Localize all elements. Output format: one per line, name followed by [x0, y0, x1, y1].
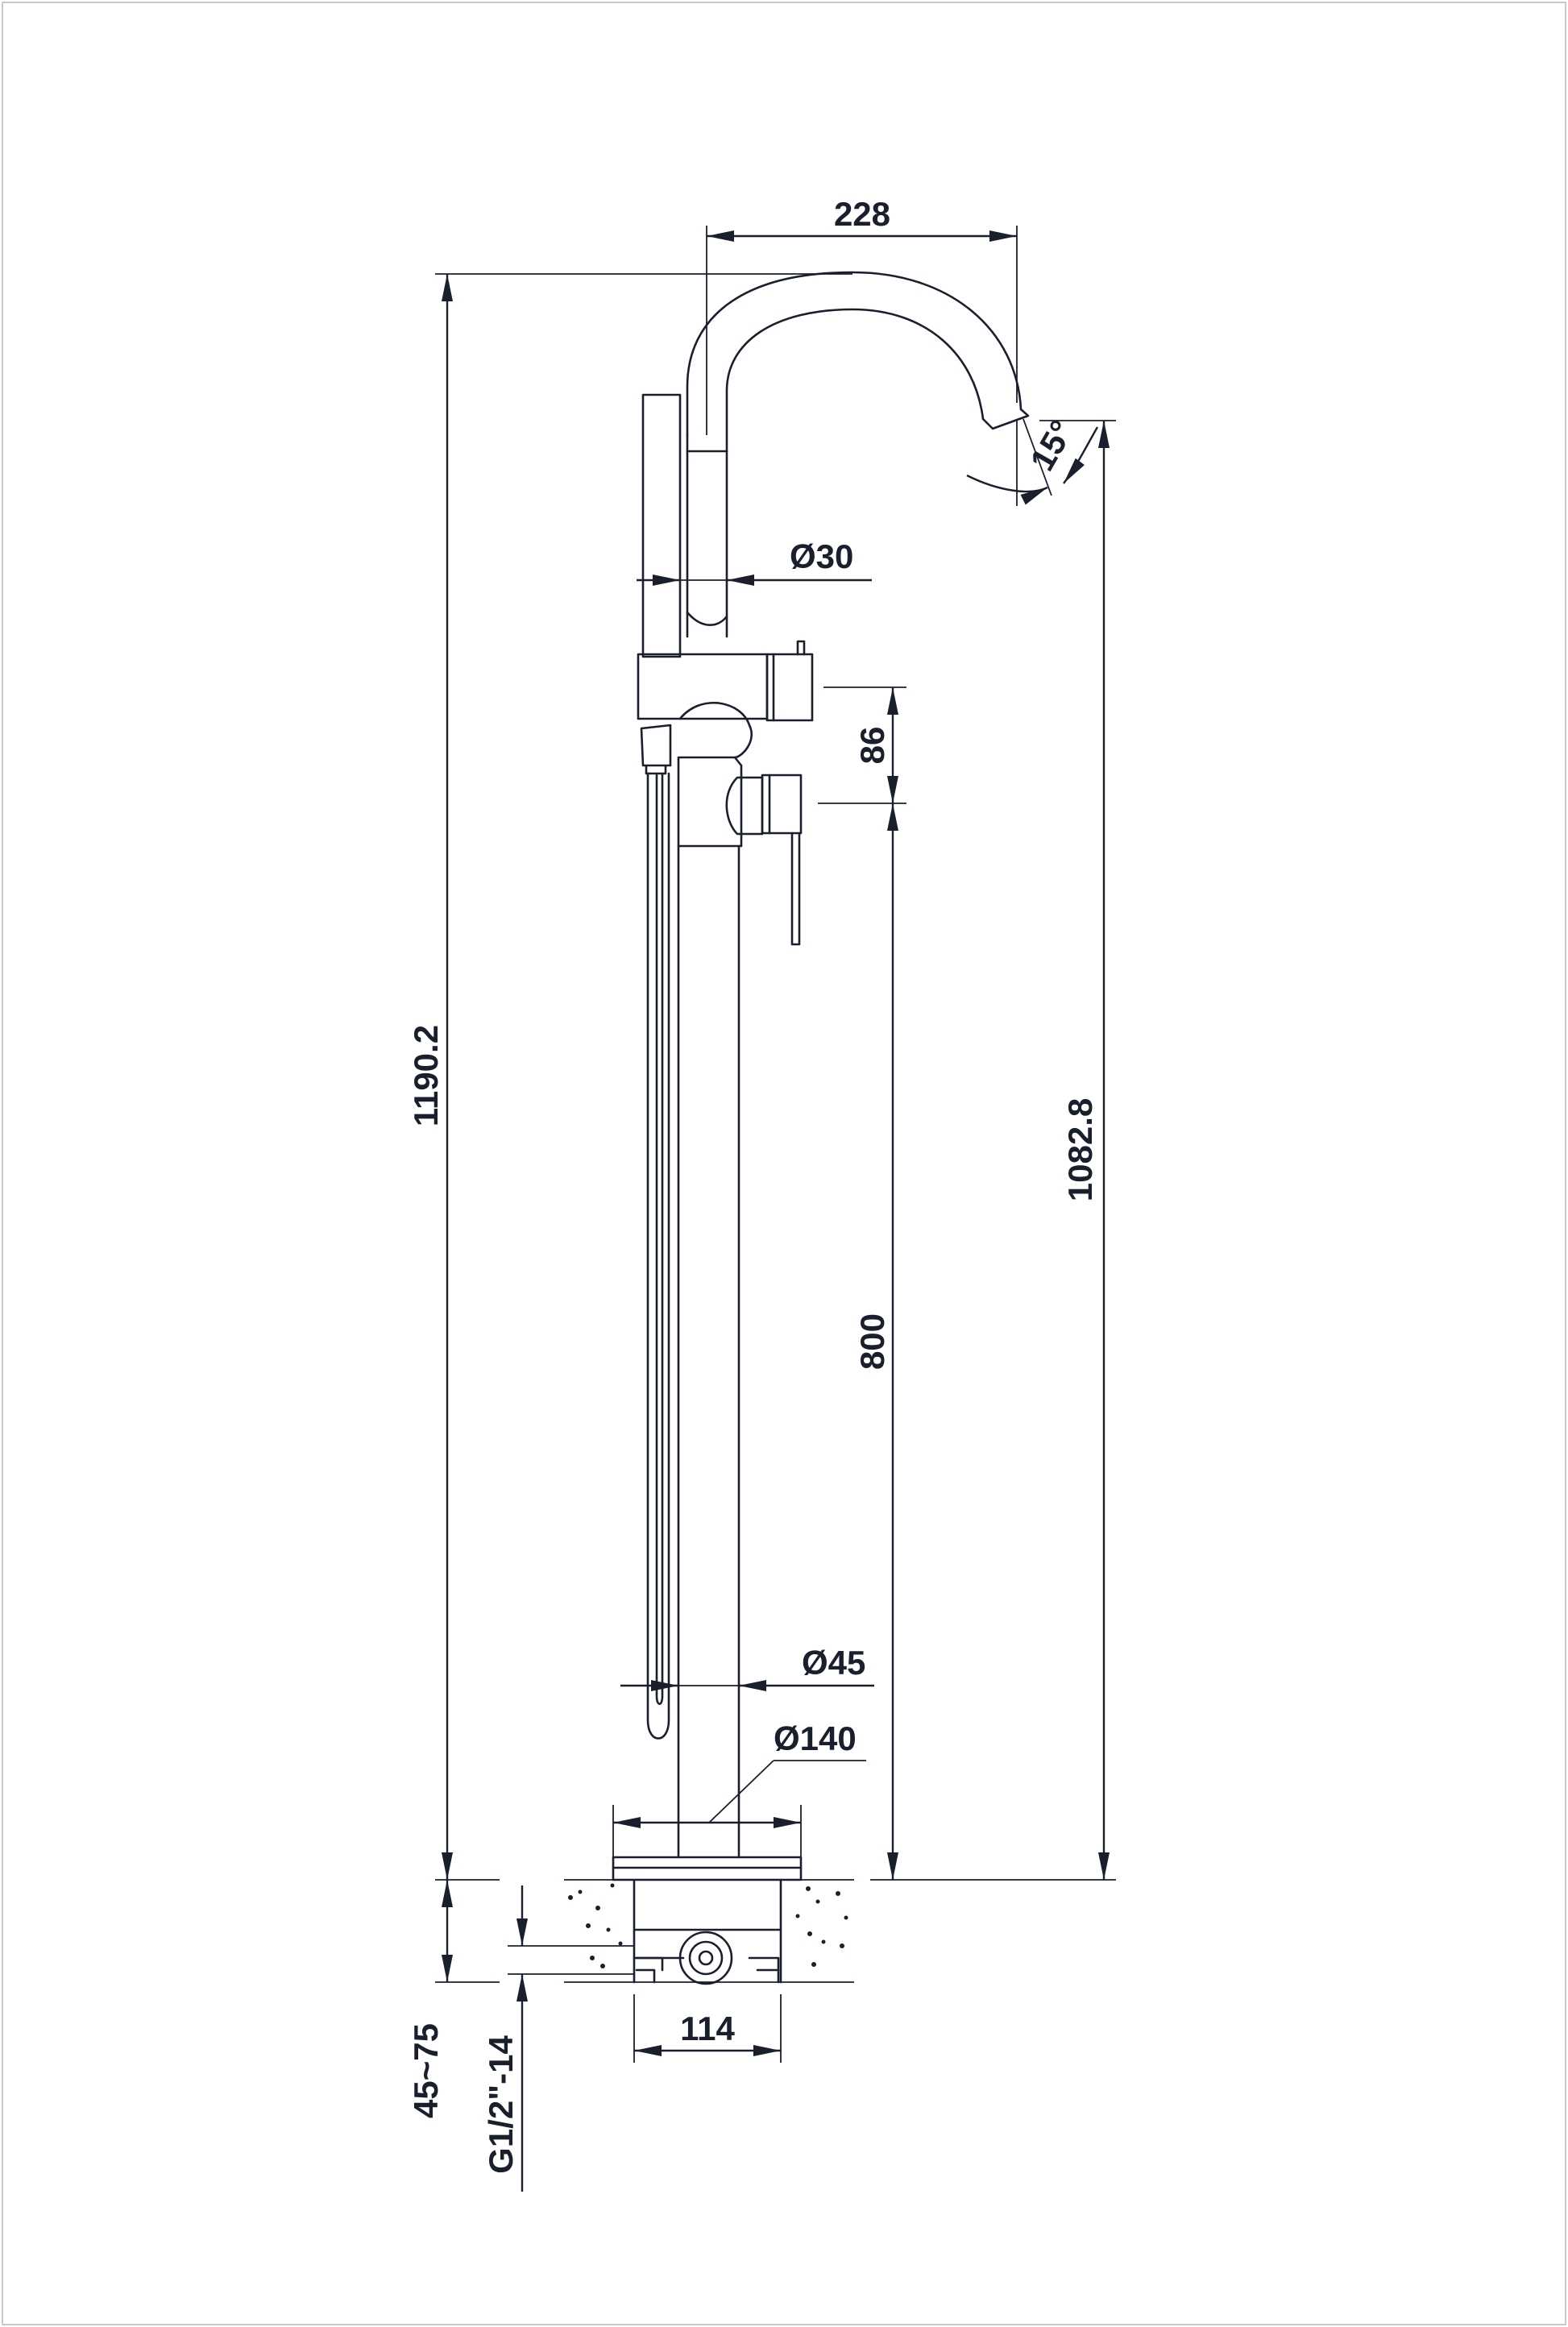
- concrete-texture: [568, 1883, 848, 1968]
- dim-column-diameter: Ø45: [802, 1644, 865, 1682]
- spout-tip: [981, 408, 1030, 430]
- column: [677, 844, 740, 1859]
- lever-handle: [725, 776, 764, 836]
- rough-in-box: [633, 1878, 782, 1984]
- dim-total-height: 1190.2: [407, 1025, 445, 1126]
- dim-base-diameter: Ø140: [774, 1719, 857, 1757]
- dim-floor-depth: 45~75: [407, 2023, 445, 2118]
- dim-spout-reach: 228: [834, 195, 890, 233]
- dim-spout-outlet-height: 1082.8: [1061, 1098, 1099, 1201]
- dimension-lines: [435, 226, 1116, 2192]
- hose: [646, 772, 670, 1740]
- diverter-knob: [765, 653, 814, 722]
- dim-inlet-thread: G1/2"-14: [482, 2035, 520, 2174]
- inlet-fitting: [678, 1931, 733, 1985]
- dim-handle-height: 800: [853, 1313, 891, 1370]
- dim-box-width: 114: [680, 2010, 735, 2047]
- dim-spout-angle: 15°: [1023, 413, 1081, 477]
- mixer-housing: [677, 756, 743, 848]
- dim-handle-offset: 86: [853, 727, 891, 765]
- dimension-labels: 228 1190.2 1082.8 15° Ø30 86 800 Ø45 Ø14…: [407, 195, 1099, 2174]
- hose-connector: [640, 724, 672, 775]
- spout: [686, 271, 1023, 453]
- hand-shower-head: [641, 393, 682, 658]
- floor-lines: [564, 1879, 854, 1983]
- upper-body: [637, 653, 769, 720]
- dim-hand-shower-diameter: Ø30: [790, 537, 853, 575]
